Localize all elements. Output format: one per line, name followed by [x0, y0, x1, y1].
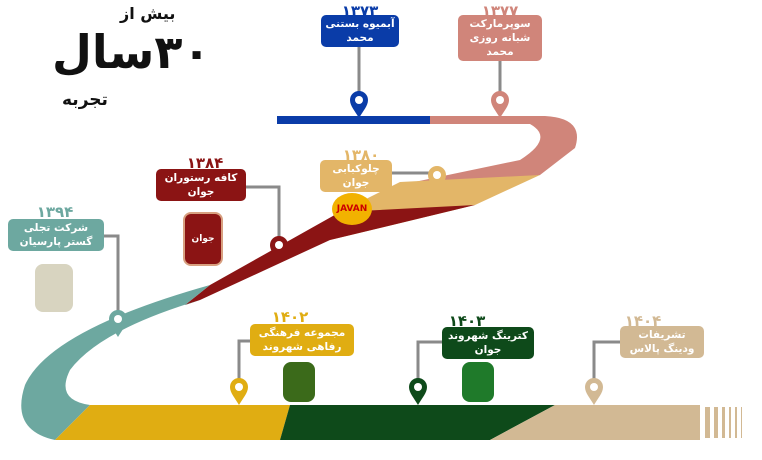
milestone-label: آبمیوه بستنی محمد: [321, 15, 399, 47]
connector-1404: [592, 340, 622, 385]
road-segment-1404: [490, 405, 700, 440]
hero-suffix: تجربه: [62, 90, 108, 110]
milestone-year: ۱۳۸۰: [342, 146, 380, 164]
map-pin-icon: [428, 166, 446, 193]
road-segment-1402: [55, 405, 290, 440]
road-end-stripes: [705, 407, 742, 438]
connector-1403: [416, 340, 446, 385]
road-segment-1384: [185, 205, 475, 305]
milestone-label: تشریفات ودینگ پالاس: [620, 326, 704, 358]
shahrvand-logo: [283, 362, 315, 402]
road-segment-1394: [21, 285, 210, 440]
map-pin-dot: [355, 96, 363, 104]
tajalli-logo: [35, 264, 73, 312]
milestone-year: ۱۴۰۲: [271, 308, 309, 326]
map-pin-icon: [230, 378, 248, 405]
map-pin-dot: [114, 315, 122, 323]
map-pin-dot: [414, 383, 422, 391]
map-pin-dot: [433, 171, 441, 179]
milestone-year: ۱۳۸۴: [186, 154, 224, 172]
map-pin-icon: [491, 91, 509, 118]
milestone-label: چلوکبابی جوان: [320, 160, 392, 192]
map-pin-dot: [496, 96, 504, 104]
connector-1384: [245, 185, 281, 245]
milestone-label: شرکت تجلی گستر پارسیان: [8, 219, 104, 251]
milestone-year: ۱۴۰۴: [624, 312, 662, 330]
map-pin-icon: [109, 310, 127, 337]
map-pin-icon: [585, 378, 603, 405]
hero-prefix: بیش از: [120, 4, 176, 23]
milestone-label: سوپرمارکت شبانه روزی محمد: [458, 15, 542, 61]
milestone-year: ۱۴۰۳: [448, 312, 486, 330]
restaurant-logo: جوان: [183, 212, 223, 266]
milestone-year: ۱۳۹۴: [36, 203, 74, 221]
road-segment-1373: [277, 116, 430, 124]
map-pin-icon: [350, 91, 368, 118]
map-pin-dot: [275, 241, 283, 249]
map-pin-dot: [235, 383, 243, 391]
catering-logo: [462, 362, 494, 402]
map-pin-dot: [590, 383, 598, 391]
chelokababi-logo: JAVAN: [332, 193, 372, 225]
milestone-label: کترینگ شهروند جوان: [442, 327, 534, 359]
hero-number: ۳۰سال: [52, 25, 211, 79]
map-pin-icon: [409, 378, 427, 405]
milestone-label: مجموعه فرهنگی رفاهی شهروند: [250, 324, 354, 356]
map-pin-icon: [270, 236, 288, 263]
road-segment-1403: [280, 405, 555, 440]
milestone-label: کافه رستوران جوان: [156, 169, 246, 201]
